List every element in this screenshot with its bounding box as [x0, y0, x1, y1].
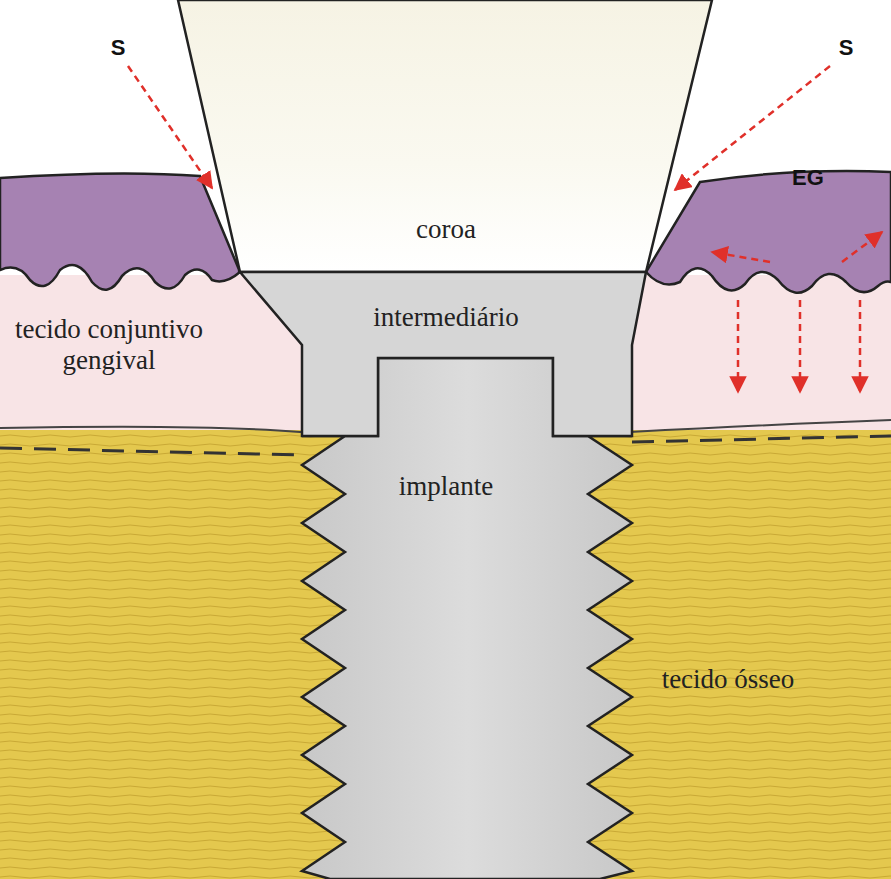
- gingival-epithelium: [0, 173, 240, 289]
- gingival-epithelium: [646, 171, 891, 293]
- part-name: intermediário: [373, 302, 518, 333]
- callout-letter: EG: [792, 165, 824, 190]
- part-name: coroa: [416, 214, 476, 245]
- callout-letter: S: [111, 35, 126, 60]
- red-arrows: [128, 66, 882, 392]
- crown: [178, 0, 712, 272]
- tissue-name: tecido ósseo: [662, 664, 795, 695]
- callout-letter: S: [839, 35, 854, 60]
- tissue-name: tecido conjuntivo gengival: [4, 314, 214, 376]
- abutment: [240, 272, 646, 436]
- part-name: implante: [399, 471, 493, 502]
